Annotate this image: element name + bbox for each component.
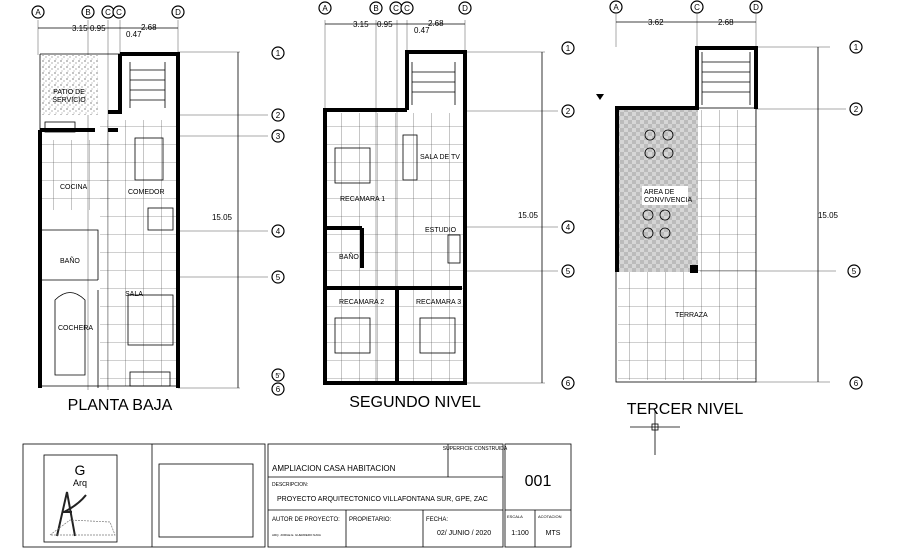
svg-text:15.05: 15.05	[818, 211, 839, 220]
svg-text:0.47: 0.47	[126, 30, 142, 39]
column-bubbles: A B C C D	[318, 1, 472, 15]
svg-text:FECHA:: FECHA:	[426, 517, 448, 523]
units: MTS	[546, 530, 561, 537]
svg-text:4: 4	[566, 223, 571, 232]
svg-text:0.95: 0.95	[377, 20, 393, 29]
svg-text:3.15: 3.15	[72, 24, 88, 33]
svg-text:5: 5	[566, 267, 571, 276]
svg-text:B: B	[85, 8, 90, 17]
svg-text:D: D	[753, 3, 759, 12]
plan-planta-baja: A B C C D 3.15 0.95 0.47 2.68 15.05 1 2 …	[31, 5, 285, 414]
svg-text:C: C	[105, 8, 111, 17]
svg-text:0.47: 0.47	[414, 26, 430, 35]
floor-plan: AREA DE CONVIVENCIA TERRAZA	[615, 46, 758, 383]
svg-text:COCHERA: COCHERA	[58, 325, 93, 332]
svg-text:C: C	[404, 4, 410, 13]
column-bubbles: A C D	[609, 0, 763, 14]
svg-text:D: D	[462, 4, 468, 13]
scale: 1:100	[511, 530, 529, 537]
svg-text:SALA DE TV: SALA DE TV	[420, 154, 460, 161]
dimensions: 3.15 0.95 0.47 2.68 15.05	[325, 19, 539, 220]
svg-text:AUTOR DE PROYECTO:: AUTOR DE PROYECTO:	[272, 517, 340, 523]
svg-text:A: A	[613, 3, 619, 12]
floor-plan: PATIO DE SERVICIO COCINA COMEDOR BAÑO SA…	[38, 52, 180, 388]
svg-text:C: C	[116, 8, 122, 17]
svg-text:A: A	[322, 4, 328, 13]
plan-segundo-nivel: A B C C D 3.15 0.95 0.47 2.68 15.05 1 2 …	[318, 1, 575, 411]
svg-text:C: C	[393, 4, 399, 13]
project-name: AMPLIACION CASA HABITACION	[272, 464, 396, 473]
plan-title: PLANTA BAJA	[68, 397, 173, 414]
svg-text:3.62: 3.62	[648, 18, 664, 27]
svg-text:1: 1	[566, 44, 571, 53]
plan-title: SEGUNDO NIVEL	[349, 394, 481, 411]
svg-text:ACOTACION: ACOTACION	[538, 514, 562, 519]
row-bubbles: 1 2 5 6	[847, 40, 863, 390]
dimensions: 3.62 2.68 15.05	[616, 18, 839, 220]
svg-text:5: 5	[852, 267, 857, 276]
svg-text:2.68: 2.68	[141, 23, 157, 32]
sheet-number: 001	[525, 473, 552, 490]
svg-text:BAÑO: BAÑO	[60, 256, 80, 265]
svg-text:Arq: Arq	[73, 478, 87, 488]
svg-text:PROPIETARIO:: PROPIETARIO:	[349, 517, 392, 523]
svg-text:5': 5'	[275, 373, 280, 380]
svg-text:6: 6	[566, 379, 571, 388]
svg-text:0.95: 0.95	[90, 24, 106, 33]
row-bubbles: 1 2 3 4 5 5' 6	[271, 46, 285, 396]
svg-text:1: 1	[276, 49, 281, 58]
svg-text:C: C	[694, 3, 700, 12]
svg-text:ESTUDIO: ESTUDIO	[425, 227, 457, 234]
svg-text:DESCRIPCION:: DESCRIPCION:	[272, 482, 308, 488]
svg-text:6: 6	[854, 379, 859, 388]
svg-text:TERRAZA: TERRAZA	[675, 312, 708, 319]
svg-text:RECAMARA 1: RECAMARA 1	[340, 196, 385, 203]
plan-title: TERCER NIVEL	[627, 401, 744, 418]
svg-text:SERVICIO: SERVICIO	[52, 97, 86, 104]
svg-text:D: D	[175, 8, 181, 17]
svg-text:4: 4	[276, 227, 281, 236]
column-bubbles: A B C C D	[31, 5, 185, 19]
svg-text:ESCALA: ESCALA	[507, 514, 523, 519]
row-bubbles: 1 2 4 5 6	[561, 41, 575, 390]
svg-text:AREA DE: AREA DE	[644, 189, 675, 196]
svg-text:6: 6	[276, 385, 281, 394]
dimensions: 3.15 0.95 0.47 2.68 15.05	[38, 23, 233, 222]
author: ARQ. JORGE E. GUERRERO NAVA	[272, 533, 321, 537]
svg-text:15.05: 15.05	[212, 213, 233, 222]
svg-text:B: B	[373, 4, 378, 13]
svg-text:3.15: 3.15	[353, 20, 369, 29]
svg-text:2: 2	[566, 107, 571, 116]
svg-text:A: A	[35, 8, 41, 17]
svg-text:COCINA: COCINA	[60, 184, 88, 191]
svg-text:2.68: 2.68	[718, 18, 734, 27]
svg-text:CONVIVENCIA: CONVIVENCIA	[644, 197, 693, 204]
floor-plan: SALA DE TV RECAMARA 1 ESTUDIO BAÑO RECAM…	[323, 50, 467, 385]
svg-text:RECAMARA 3: RECAMARA 3	[416, 299, 461, 306]
svg-text:5: 5	[276, 273, 281, 282]
svg-text:15.05: 15.05	[518, 211, 539, 220]
svg-text:COMEDOR: COMEDOR	[128, 189, 165, 196]
description: PROYECTO ARQUITECTONICO VILLAFONTANA SUR…	[277, 496, 488, 503]
svg-text:PATIO DE: PATIO DE	[53, 89, 85, 96]
svg-text:RECAMARA 2: RECAMARA 2	[339, 299, 384, 306]
svg-text:SALA: SALA	[125, 291, 143, 298]
surface-label: SUPERFICIE CONSTRUIDA	[443, 446, 508, 452]
table-set-icon	[642, 129, 674, 239]
svg-text:BAÑO: BAÑO	[339, 252, 359, 261]
svg-text:3: 3	[276, 132, 281, 141]
svg-text:1: 1	[854, 43, 859, 52]
svg-text:2: 2	[854, 105, 859, 114]
date: 02/ JUNIO / 2020	[437, 530, 491, 537]
svg-text:2: 2	[276, 111, 281, 120]
plan-tercer-nivel: A C D 3.62 2.68 15.05 1 2 5 6	[596, 0, 863, 455]
title-block: G Arq AMPLIACION CASA HABITACION SUPERFI…	[22, 443, 572, 548]
svg-text:G: G	[75, 462, 86, 478]
svg-text:2.68: 2.68	[428, 19, 444, 28]
logo: G Arq	[43, 454, 118, 543]
image-placeholder	[158, 463, 254, 538]
